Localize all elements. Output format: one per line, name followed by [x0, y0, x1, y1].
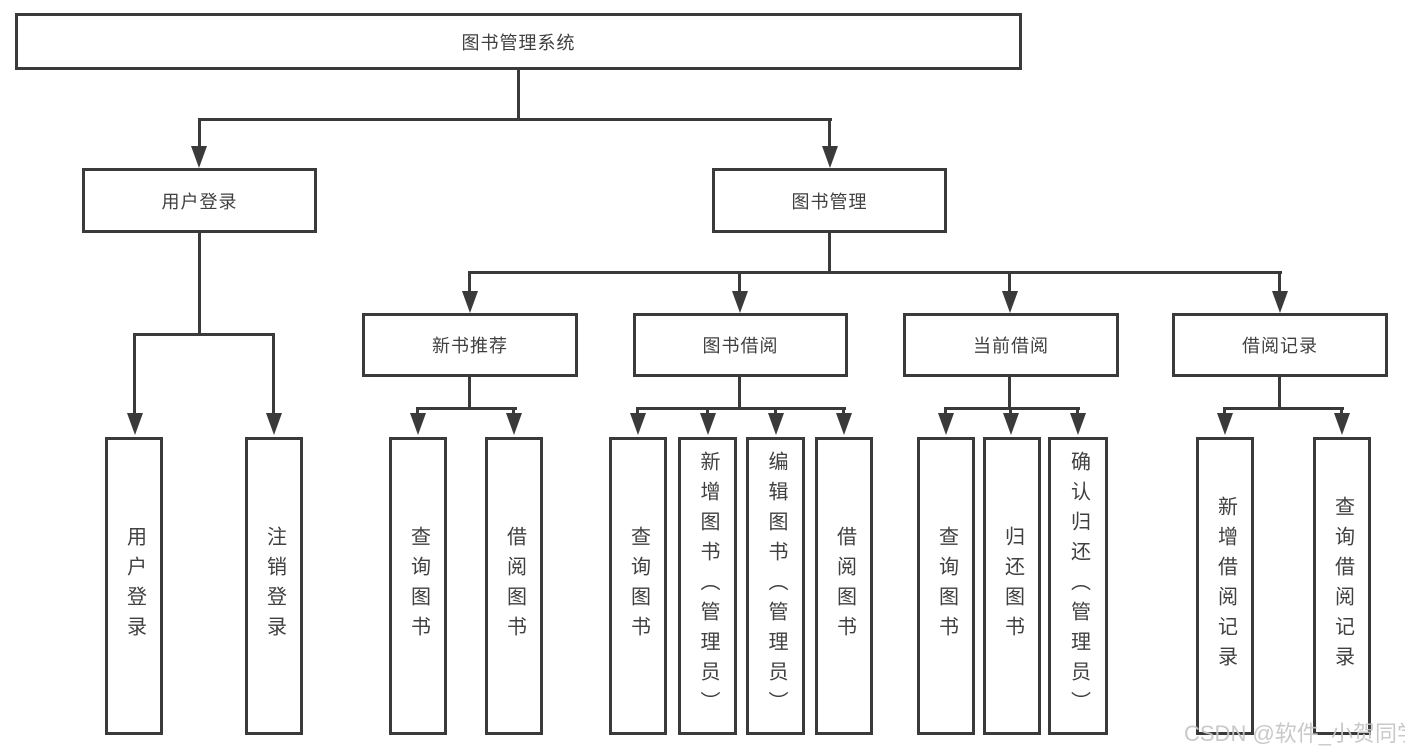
node-current-borrow: 当前借阅 [903, 313, 1119, 377]
connector-line [1224, 407, 1344, 410]
node-root-label: 图书管理系统 [461, 32, 576, 53]
node-current-borrow-label: 当前借阅 [973, 336, 1049, 356]
leaf-query-borrow-record: 查询借阅记录 [1313, 437, 1371, 735]
connector-line [706, 407, 709, 415]
connector-arrowhead [1272, 291, 1288, 313]
connector-line [1223, 407, 1226, 415]
connector-arrowhead [938, 413, 954, 435]
connector-arrowhead [630, 413, 646, 435]
connector-line [469, 271, 1282, 274]
node-book-management-label: 图书管理 [791, 191, 868, 212]
connector-line [636, 407, 639, 415]
connector-line [945, 407, 1080, 410]
leaf-user-login: 用户登录 [105, 437, 163, 735]
leaf-return-book-label: 归还图书 [1001, 526, 1024, 646]
connector-arrowhead [191, 146, 207, 168]
connector-line [198, 233, 201, 335]
connector-arrowhead [1070, 413, 1086, 435]
connector-arrowhead [836, 413, 852, 435]
leaf-query-borrow-record-label: 查询借阅记录 [1331, 496, 1354, 676]
leaf-add-book-admin: 新增图书（管理员） [678, 437, 737, 735]
connector-line [738, 271, 741, 293]
connector-line [517, 70, 520, 120]
connector-arrowhead [127, 413, 143, 435]
leaf-borrow-books-recommend-label: 借阅图书 [503, 526, 526, 646]
connector-line [133, 333, 136, 415]
node-root: 图书管理系统 [15, 13, 1022, 70]
connector-line [1008, 271, 1011, 293]
connector-line [738, 377, 741, 409]
leaf-add-borrow-record-label: 新增借阅记录 [1214, 496, 1237, 676]
connector-arrowhead [266, 413, 282, 435]
leaf-confirm-return-admin-label: 确认归还（管理员） [1067, 451, 1090, 721]
connector-line [416, 407, 419, 415]
connector-line [774, 407, 777, 415]
connector-line [198, 118, 832, 121]
leaf-logout-login: 注销登录 [245, 437, 303, 735]
connector-line [133, 333, 275, 336]
connector-line [1278, 271, 1281, 293]
connector-line [1076, 407, 1079, 415]
node-book-borrow: 图书借阅 [633, 313, 848, 377]
leaf-add-book-admin-label: 新增图书（管理员） [697, 451, 719, 721]
connector-arrowhead [506, 413, 522, 435]
connector-line [1009, 407, 1012, 415]
connector-arrowhead [768, 413, 784, 435]
connector-line [468, 377, 471, 409]
node-new-book-recommend-label: 新书推荐 [432, 336, 508, 356]
node-book-management: 图书管理 [712, 168, 947, 233]
connector-arrowhead [1002, 291, 1018, 313]
leaf-borrow-books-borrow-label: 借阅图书 [833, 526, 856, 646]
leaf-add-borrow-record: 新增借阅记录 [1196, 437, 1254, 735]
leaf-query-books-borrow: 查询图书 [609, 437, 667, 735]
connector-arrowhead [822, 146, 838, 168]
node-user-login-label: 用户登录 [161, 191, 238, 212]
leaf-query-books-current: 查询图书 [917, 437, 975, 735]
watermark: CSDN @软件_小贺同学 [1184, 721, 1405, 746]
leaf-edit-book-admin: 编辑图书（管理员） [746, 437, 805, 735]
node-new-book-recommend: 新书推荐 [362, 313, 578, 377]
leaf-query-books-recommend: 查询图书 [389, 437, 447, 735]
connector-arrowhead [732, 291, 748, 313]
connector-arrowhead [462, 291, 478, 313]
connector-line [1008, 377, 1011, 409]
leaf-user-login-label: 用户登录 [123, 526, 146, 646]
leaf-query-books-borrow-label: 查询图书 [627, 526, 650, 646]
leaf-edit-book-admin-label: 编辑图书（管理员） [765, 451, 787, 721]
connector-arrowhead [1217, 413, 1233, 435]
leaf-borrow-books-borrow: 借阅图书 [815, 437, 873, 735]
connector-line [944, 407, 947, 415]
connector-line [272, 333, 275, 415]
leaf-query-books-recommend-label: 查询图书 [407, 526, 430, 646]
connector-arrowhead [1003, 413, 1019, 435]
leaf-return-book: 归还图书 [983, 437, 1041, 735]
leaf-borrow-books-recommend: 借阅图书 [485, 437, 543, 735]
leaf-confirm-return-admin: 确认归还（管理员） [1048, 437, 1108, 735]
connector-line [1278, 377, 1281, 409]
connector-line [198, 118, 201, 148]
node-user-login: 用户登录 [82, 168, 317, 233]
connector-line [1340, 407, 1343, 415]
node-book-borrow-label: 图书借阅 [702, 336, 779, 356]
connector-line [468, 271, 471, 293]
connector-line [637, 407, 846, 410]
connector-line [828, 233, 831, 273]
connector-arrowhead [410, 413, 426, 435]
connector-line [828, 118, 831, 148]
connector-arrowhead [1334, 413, 1350, 435]
connector-line [512, 407, 515, 415]
leaf-query-books-current-label: 查询图书 [935, 526, 958, 646]
connector-arrowhead [700, 413, 716, 435]
connector-line [417, 407, 517, 410]
node-borrow-records: 借阅记录 [1172, 313, 1388, 377]
connector-line [842, 407, 845, 415]
node-borrow-records-label: 借阅记录 [1242, 336, 1318, 356]
leaf-logout-login-label: 注销登录 [263, 526, 286, 646]
